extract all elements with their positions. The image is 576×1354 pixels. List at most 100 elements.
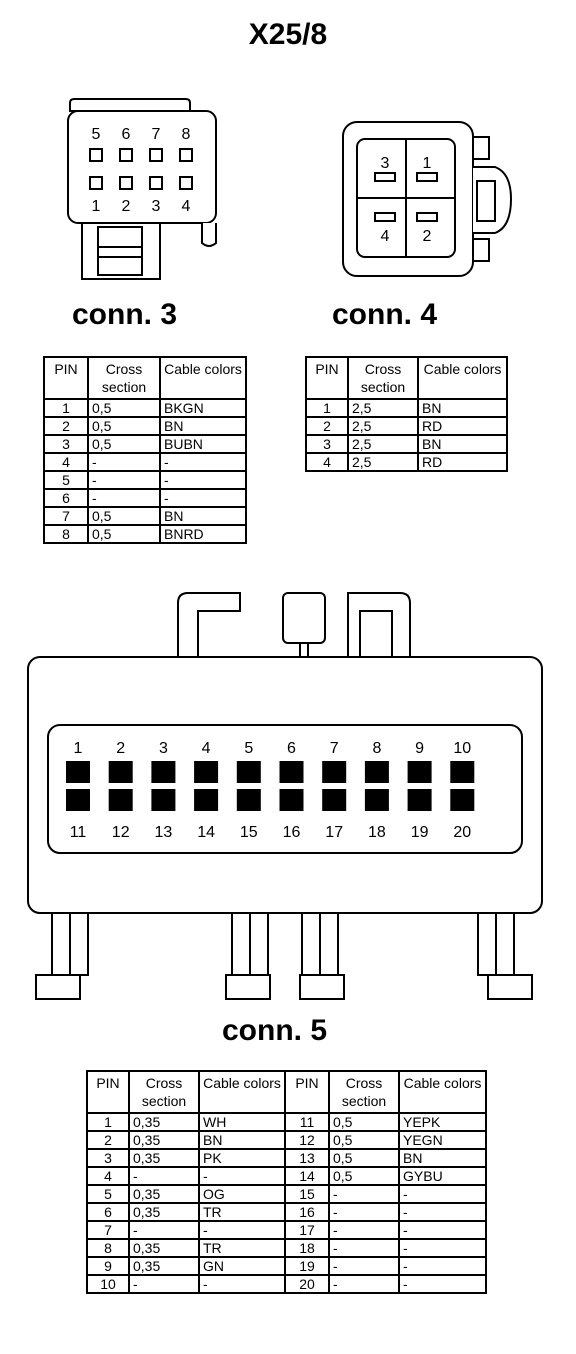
table-row: 4-- <box>43 452 247 472</box>
pin-cavity <box>450 789 475 811</box>
table-cell: BKGN <box>159 398 247 418</box>
table-cell: 10 <box>86 1274 130 1294</box>
conn3-pin-label: 3 <box>152 198 161 215</box>
table-cell: 4 <box>86 1166 130 1186</box>
table-cell: - <box>87 488 161 508</box>
table-cell: - <box>328 1238 400 1258</box>
table-cell: - <box>128 1166 200 1186</box>
table-cell: 5 <box>86 1184 130 1204</box>
table-cell: 2 <box>305 416 349 436</box>
table-cell: 8 <box>86 1238 130 1258</box>
conn3-pin-label: 1 <box>92 198 101 215</box>
table-cell: RD <box>417 452 508 472</box>
pin-cavity <box>89 176 103 190</box>
pin-cavity <box>108 761 133 783</box>
table-cell: 0,5 <box>328 1166 400 1186</box>
table-cell: - <box>328 1274 400 1294</box>
table-cell: 12 <box>284 1130 330 1150</box>
table-cell: 0,35 <box>128 1130 200 1150</box>
table-cell: 0,35 <box>128 1238 200 1258</box>
pin-header: PIN <box>43 356 89 400</box>
cable-colors-header: Cable colors <box>398 1070 487 1114</box>
conn5-pin-label: 2 <box>116 740 125 757</box>
table-cell: - <box>87 452 161 472</box>
conn5-pin-label: 20 <box>453 824 471 841</box>
cable-colors-header: Cable colors <box>198 1070 286 1114</box>
table-cell: 6 <box>86 1202 130 1222</box>
table-cell: 18 <box>284 1238 330 1258</box>
pin-header: PIN <box>86 1070 130 1114</box>
conn5-pin-label: 6 <box>287 740 296 757</box>
table-cell: 19 <box>284 1256 330 1276</box>
table-cell: 16 <box>284 1202 330 1222</box>
table-row: 7--17-- <box>86 1220 487 1240</box>
pin-cavity <box>279 761 304 783</box>
table-cell: 3 <box>86 1148 130 1168</box>
table-cell: 3 <box>43 434 89 454</box>
pin-cavity <box>364 761 389 783</box>
conn5-pin-label: 18 <box>368 824 386 841</box>
conn5-pin-label: 15 <box>240 824 258 841</box>
pin-cavity <box>89 148 103 162</box>
table-cell: 0,5 <box>328 1112 400 1132</box>
table-cell: BUBN <box>159 434 247 454</box>
conn3-label: conn. 3 <box>72 298 178 331</box>
table-cell: - <box>159 488 247 508</box>
table-cell: 1 <box>86 1112 130 1132</box>
table-cell: 0,5 <box>328 1148 400 1168</box>
table-cell: - <box>159 470 247 490</box>
table-cell: - <box>87 470 161 490</box>
table-cell: BN <box>398 1148 487 1168</box>
pin-cavity <box>236 761 261 783</box>
table-cell: 1 <box>43 398 89 418</box>
table-cell: 6 <box>43 488 89 508</box>
cross-section-header: Cross section <box>328 1070 400 1114</box>
table-cell: - <box>198 1220 286 1240</box>
pin-cavity <box>364 789 389 811</box>
conn5-pin-label: 8 <box>372 740 381 757</box>
table-cell: 8 <box>43 524 89 544</box>
table-cell: - <box>198 1166 286 1186</box>
table-cell: 4 <box>43 452 89 472</box>
page-title: X25/8 <box>248 18 328 51</box>
table-cell: 2,5 <box>347 416 419 436</box>
table-cell: 5 <box>43 470 89 490</box>
conn5-pin-label: 4 <box>202 740 211 757</box>
conn4-pin-label: 2 <box>423 228 432 245</box>
table-cell: 0,5 <box>87 524 161 544</box>
table-cell: BN <box>417 398 508 418</box>
table-cell: 2 <box>43 416 89 436</box>
conn3-pin-label: 7 <box>152 126 161 143</box>
table-cell: - <box>398 1202 487 1222</box>
pin-cavity <box>194 761 219 783</box>
cross-section-header: Cross section <box>128 1070 200 1114</box>
table-cell: 0,35 <box>128 1256 200 1276</box>
pin-cavity <box>179 148 193 162</box>
pin-cavity <box>151 761 176 783</box>
pin-cavity <box>151 789 176 811</box>
table-cell: 0,35 <box>128 1112 200 1132</box>
conn5-pin-label: 19 <box>411 824 429 841</box>
pin-cavity <box>119 148 133 162</box>
table-cell: 2 <box>86 1130 130 1150</box>
pin-cavity <box>407 789 432 811</box>
table-row: 6-- <box>43 488 247 508</box>
table-cell: PK <box>198 1148 286 1168</box>
conn5-pin-label: 9 <box>415 740 424 757</box>
table-cell: TR <box>198 1202 286 1222</box>
conn4-label: conn. 4 <box>332 298 438 331</box>
table-cell: 0,35 <box>128 1148 200 1168</box>
table-cell: TR <box>198 1238 286 1258</box>
table-cell: 7 <box>86 1220 130 1240</box>
